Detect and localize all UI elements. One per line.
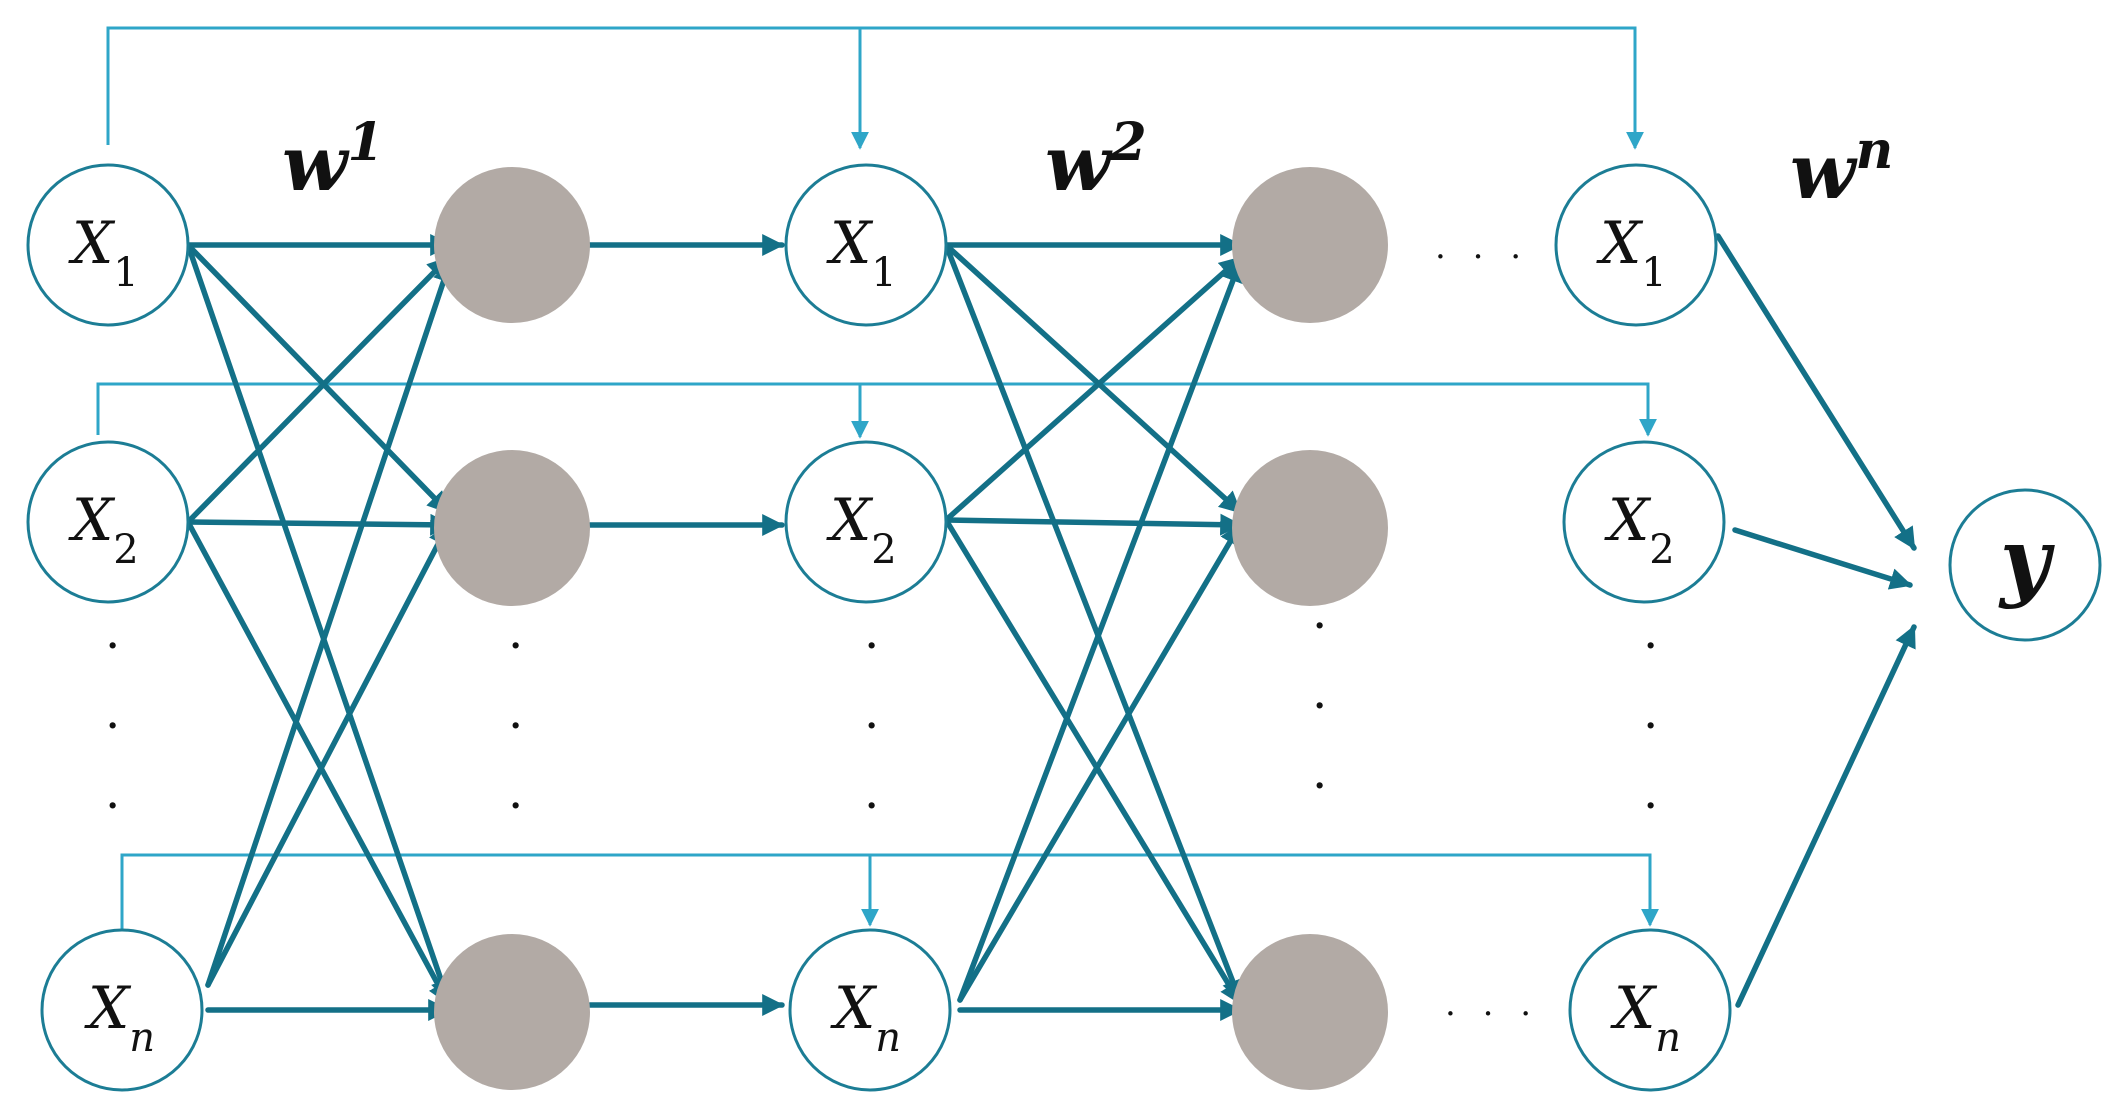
last-input-node-1 [1554, 163, 1718, 327]
last-input-node-n [1568, 928, 1732, 1092]
layer2-input-node-n [788, 928, 952, 1092]
w1-edge-2-n [185, 519, 451, 1006]
layer2-input-node-1 [784, 163, 948, 327]
weight-label-w1: w1 [282, 112, 384, 208]
output-label: y [1998, 510, 2055, 611]
w2-edge-1-2 [943, 242, 1243, 515]
weighted-connections [185, 233, 1917, 1021]
input-nodes [26, 163, 2102, 1092]
layer1-input-node-n [40, 928, 204, 1092]
hidden-node-1-n [434, 934, 590, 1090]
ellipsis-col2-b: . [508, 684, 523, 740]
node-label-xn-layer2: Xn [830, 974, 901, 1061]
hidden-node-1-1 [434, 167, 590, 323]
layer2-input-node-2 [784, 440, 948, 604]
ellipsis-col1-c: . [105, 764, 120, 820]
w2-edge-n-2 [957, 522, 1243, 1003]
w1-edge-2-2 [185, 513, 453, 536]
ellipsis-col3-b: . [864, 684, 879, 740]
ellipsis-col4-b: . [1312, 664, 1327, 720]
ellipsis-col1-b: . [105, 684, 120, 740]
node-label-x1-last: X1 [1596, 209, 1667, 296]
ellipsis-col5-b: . [1643, 684, 1658, 740]
node-label-x2-last: X2 [1604, 486, 1675, 573]
wn-edge-2-y [1732, 527, 1913, 590]
node-label-xn-last: Xn [1610, 974, 1681, 1061]
ellipsis-col2-c: . [508, 764, 523, 820]
w1-edge-1-2 [185, 242, 451, 515]
hidden-node-2-2 [1232, 450, 1388, 606]
ellipsis-col5-a: . [1643, 604, 1658, 660]
weight-label-wn: wn [1790, 120, 1893, 216]
hidden-nodes [434, 167, 1388, 1090]
w1-edge-n-2 [205, 522, 451, 988]
node-label-x2-layer2: X2 [826, 486, 897, 573]
w2-edge-2-1 [943, 255, 1243, 523]
ellipsis-col1-a: . [105, 604, 120, 660]
skip-connections [96, 26, 1659, 933]
node-label-x1-layer2: X1 [826, 209, 897, 296]
ellipsis-col3-a: . [864, 604, 879, 660]
weight-label-w2: w2 [1045, 112, 1147, 208]
hidden-node-1-2 [434, 450, 590, 606]
wn-edge-n-y [1735, 624, 1917, 1008]
ellipsis-col4-a: . [1312, 584, 1327, 640]
ellipsis-col2-a: . [508, 604, 523, 660]
hidden-node-2-n [1232, 934, 1388, 1090]
node-label-x1-layer1: X1 [68, 209, 139, 296]
horizontal-ellipsis-bottom: . . . [1445, 984, 1539, 1024]
w2-edge-2-2 [943, 513, 1243, 536]
w1-edge-n-1 [205, 259, 455, 988]
node-label-xn-layer1: Xn [84, 974, 155, 1061]
w1-edge-1-n [185, 242, 452, 1003]
layer1-input-node-2 [26, 440, 190, 604]
skip-connection-rown [120, 853, 1652, 933]
vertical-ellipses: . . . . . . . . . . . . . . . [105, 584, 1658, 820]
w2-edge-1-n [943, 242, 1244, 1003]
wn-edge-1-y [1715, 233, 1917, 551]
output-node [1948, 488, 2102, 642]
layer1-input-node-1 [26, 163, 190, 327]
ellipsis-col5-c: . [1643, 764, 1658, 820]
w2-edge-2-n [943, 517, 1243, 1006]
w1-edge-2-1 [185, 255, 451, 525]
ellipsis-col4-c: . [1312, 744, 1327, 800]
ellipsis-col3-c: . [864, 764, 879, 820]
hidden-node-2-1 [1232, 167, 1388, 323]
node-label-x2-layer1: X2 [68, 486, 139, 573]
last-input-node-2 [1562, 440, 1726, 604]
w2-edge-n-1 [957, 259, 1244, 1003]
horizontal-ellipsis-top: . . . [1435, 227, 1529, 267]
